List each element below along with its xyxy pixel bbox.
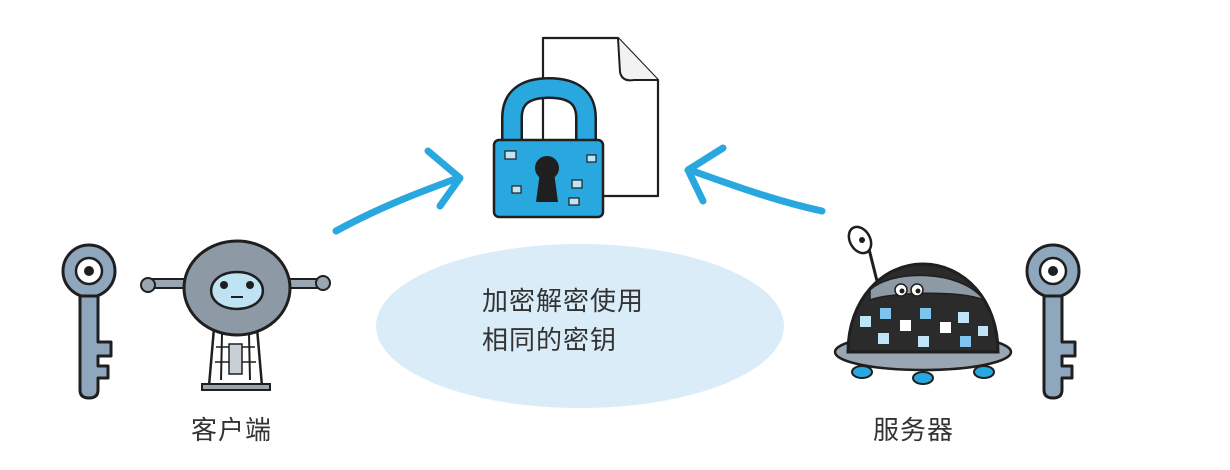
client-label: 客户端 xyxy=(191,416,273,446)
padlock-icon xyxy=(492,76,605,219)
server-label: 服务器 xyxy=(873,416,955,446)
dome-robot-icon xyxy=(833,225,1013,385)
note-ellipse xyxy=(376,244,784,408)
note-line-1: 加密解密使用 xyxy=(482,287,645,317)
arrow-icon xyxy=(684,144,826,215)
robot-icon xyxy=(140,239,331,391)
note-line-2: 相同的密钥 xyxy=(482,326,618,356)
arrow-icon xyxy=(332,147,464,235)
shared-key-note: 加密解密使用 相同的密钥 xyxy=(482,283,644,361)
key-icon xyxy=(61,243,117,400)
key-icon xyxy=(1025,243,1081,400)
